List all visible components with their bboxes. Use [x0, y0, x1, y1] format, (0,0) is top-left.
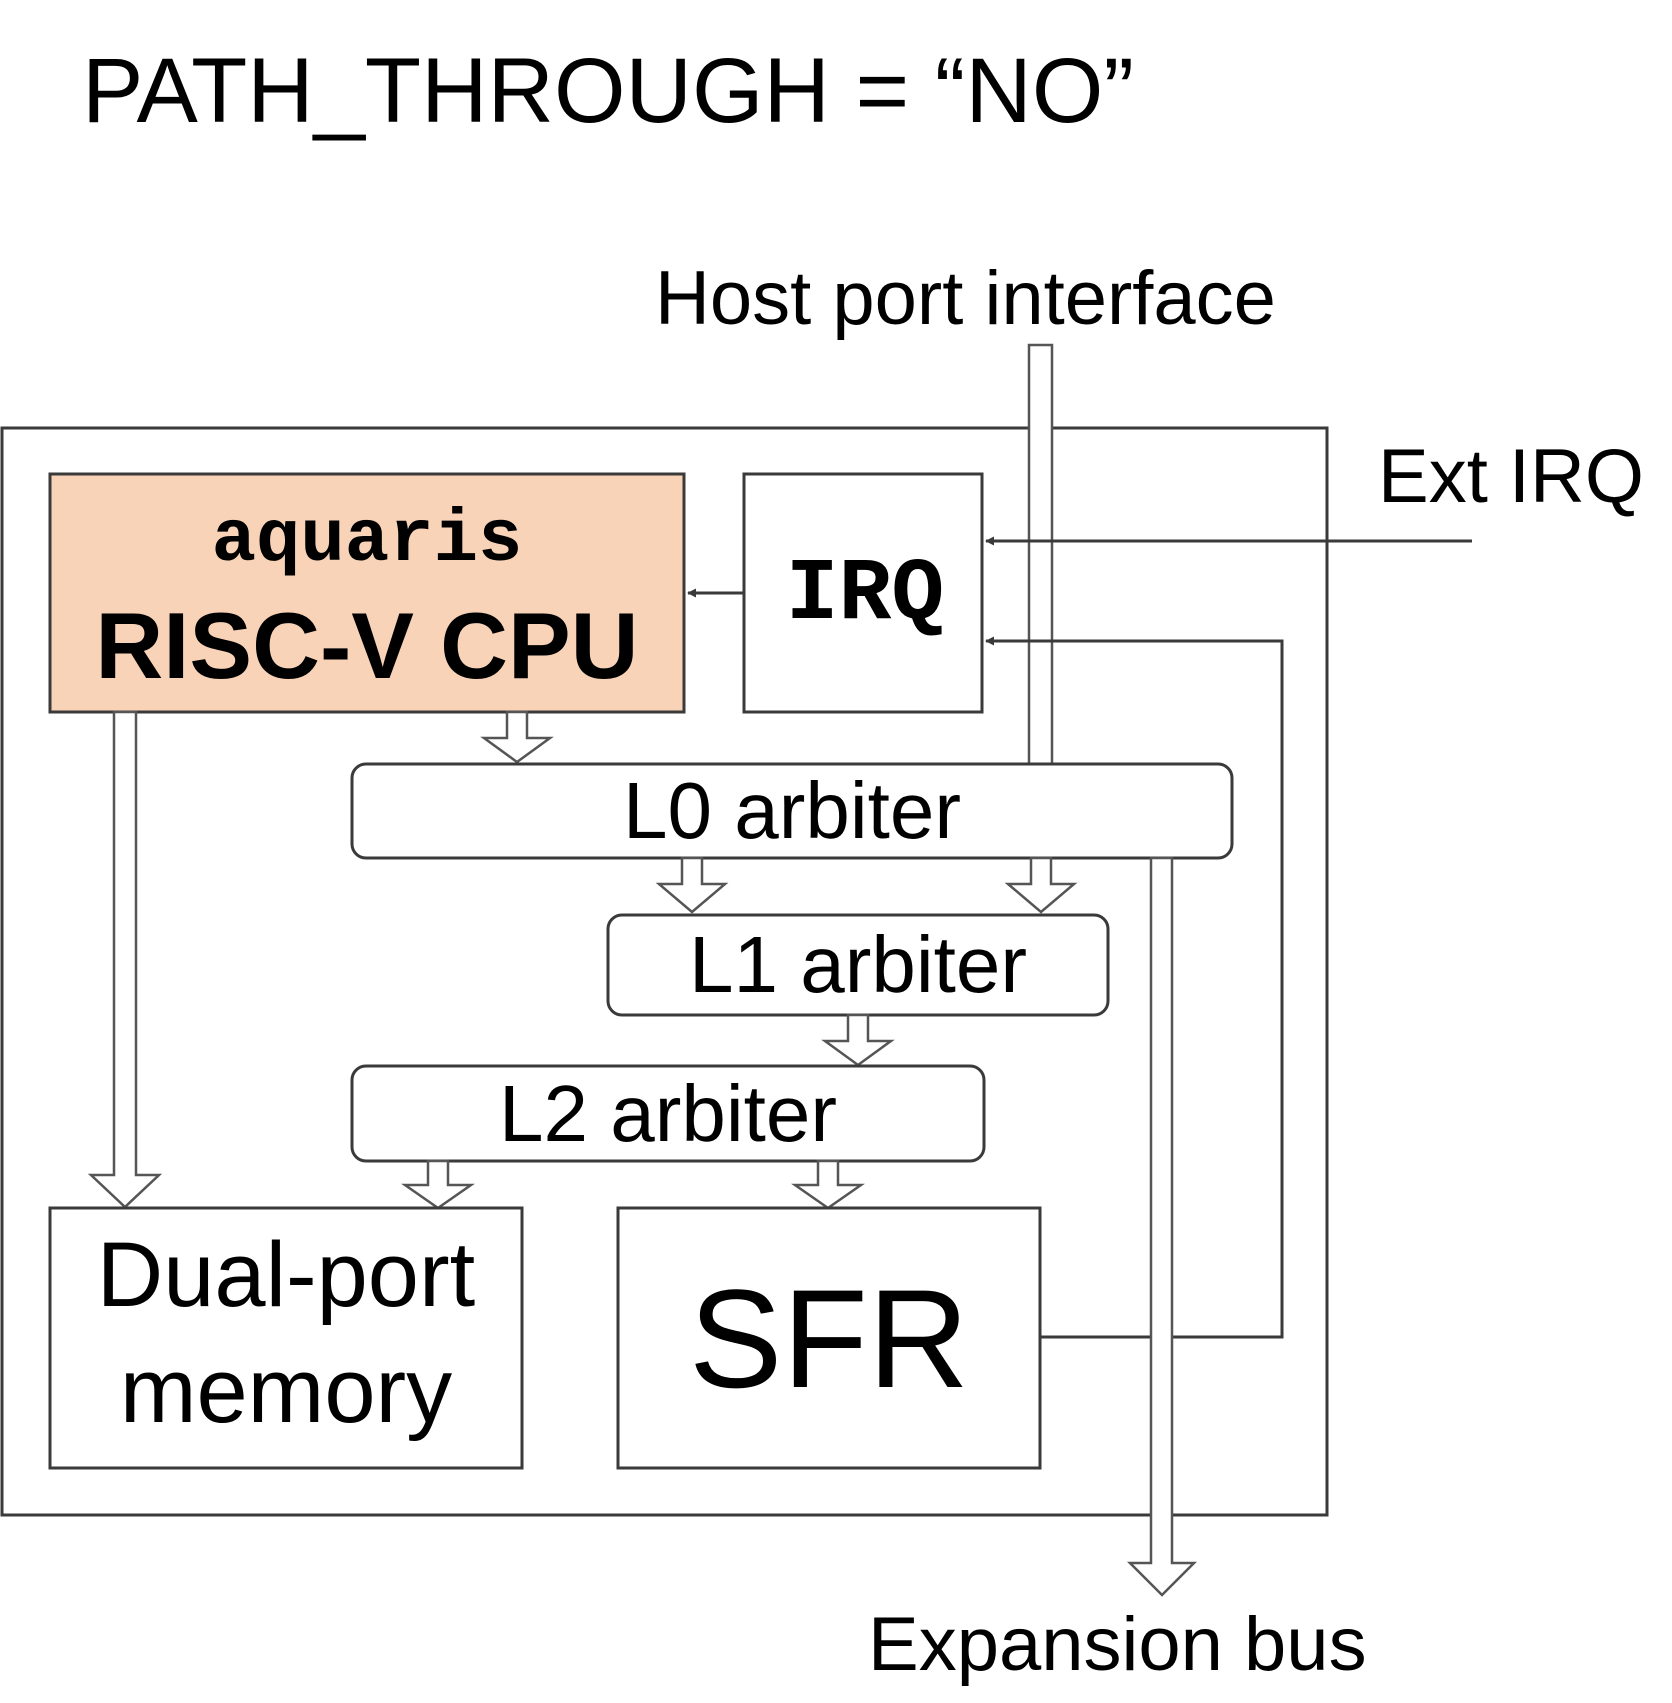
cpu-name: aquaris — [212, 499, 523, 583]
cpu-to-memory-bus — [87, 710, 163, 1209]
l0-arbiter — [350, 762, 1234, 860]
l1-arbiter-label: L1 arbiter — [689, 920, 1027, 1009]
cpu-type: RISC-V CPU — [95, 593, 638, 698]
sfr-label: SFR — [689, 1260, 969, 1417]
page-title: PATH_THROUGH = “NO” — [82, 40, 1134, 142]
cpu-block — [48, 472, 686, 714]
l2-to-memory-bus — [401, 1159, 475, 1210]
host-port-bus — [1027, 343, 1054, 767]
ext-irq-label: Ext IRQ — [1378, 434, 1644, 519]
irq-block — [742, 472, 984, 714]
l2-arbiter — [350, 1064, 986, 1163]
cpu-to-l0-bus — [480, 710, 554, 764]
host-port-label: Host port interface — [655, 256, 1276, 341]
l1-to-l2-bus — [821, 1013, 895, 1067]
l0-to-l1-bus-left — [655, 856, 729, 914]
expansion-bus-label: Expansion bus — [868, 1602, 1367, 1687]
l2-arbiter-label: L2 arbiter — [499, 1069, 837, 1158]
l2-to-sfr-bus — [791, 1159, 865, 1210]
irq-label: IRQ — [786, 546, 944, 645]
l0-to-expansion-bus — [1126, 856, 1198, 1597]
memory-label-line1: Dual-port — [97, 1224, 475, 1326]
l0-arbiter-label: L0 arbiter — [623, 766, 961, 855]
memory-label-line2: memory — [120, 1340, 452, 1442]
l0-to-l1-bus-right — [1004, 856, 1078, 914]
sfr-block — [616, 1206, 1042, 1470]
dual-port-memory — [48, 1206, 524, 1470]
